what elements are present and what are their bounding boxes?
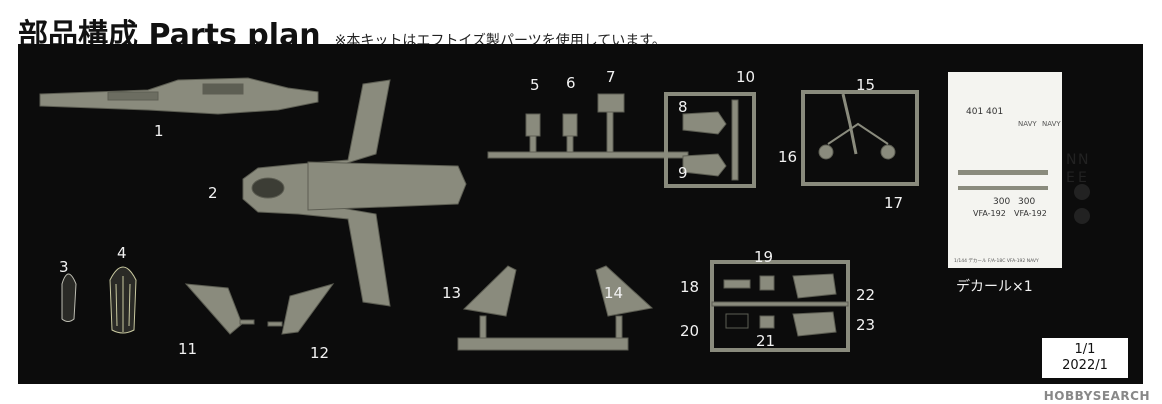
part-1-fuselage-side: [39, 77, 319, 115]
part-label-7: 7: [606, 68, 616, 86]
decal-text-4: NAVY: [1042, 120, 1061, 128]
part-label-2: 2: [208, 184, 218, 202]
part-label-23: 23: [856, 316, 876, 334]
sheet-date: 2022/1: [1062, 358, 1108, 373]
decal-caption: デカール×1: [956, 279, 1033, 295]
decal-letter-3: E: [1066, 170, 1075, 186]
part-label-8: 8: [678, 98, 688, 116]
decal-letter-4: E: [1078, 170, 1087, 186]
decal-text-7: VFA-192: [973, 209, 1006, 218]
part-3-canopy: [61, 273, 77, 322]
part-label-18: 18: [680, 278, 700, 296]
part-12-stabilizer: [267, 283, 335, 335]
decal-text-1: 401: [966, 107, 983, 117]
decal-text-6: 300: [1018, 197, 1035, 207]
part-label-13: 13: [442, 284, 462, 302]
part-label-21: 21: [756, 332, 776, 350]
sheet-info-box: 1/1 2022/1: [1042, 338, 1128, 378]
part-label-15: 15: [856, 76, 876, 94]
part-label-4: 4: [117, 244, 127, 262]
part-label-11: 11: [178, 340, 198, 358]
decal-sheet: 401 401 NAVY NAVY N N E E 300 300 VFA-19…: [948, 72, 1090, 268]
sheet-count: 1/1: [1074, 342, 1096, 357]
sprue-5-10: [487, 92, 756, 188]
part-label-3: 3: [59, 258, 69, 276]
part-label-14: 14: [604, 284, 624, 302]
part-11-stabilizer: [184, 283, 255, 335]
part-label-19: 19: [754, 248, 774, 266]
part-2-fuselage-wing: [242, 79, 467, 307]
parts-illustration: 401 401 NAVY NAVY N N E E 300 300 VFA-19…: [39, 72, 1090, 352]
decal-text-3: NAVY: [1018, 120, 1037, 128]
part-label-10: 10: [736, 68, 756, 86]
part-13-14-tails: [457, 265, 654, 351]
decal-text-5: 300: [993, 197, 1010, 207]
decal-text-2: 401: [986, 107, 1003, 117]
part-4-canopy: [109, 266, 137, 334]
decal-footer: 1/144 デカール F/A-18C VFA-192 NAVY: [954, 257, 1039, 264]
part-label-12: 12: [310, 344, 330, 362]
part-label-6: 6: [566, 74, 576, 92]
decal-letter-2: N: [1078, 152, 1088, 168]
part-label-9: 9: [678, 164, 688, 182]
parts-plan-panel: 401 401 NAVY NAVY N N E E 300 300 VFA-19…: [18, 44, 1143, 384]
watermark-logo: HOBBYSEARCH: [1043, 389, 1150, 403]
part-label-20: 20: [680, 322, 700, 340]
sprue-18-23: [710, 260, 850, 352]
page-header: 部品構成 Parts plan ※本キットはエフトイズ製パーツを使用しています。: [18, 10, 666, 53]
part-label-16: 16: [778, 148, 798, 166]
decal-text-8: VFA-192: [1014, 209, 1047, 218]
sprue-15-17: [801, 90, 919, 186]
decal-letter-1: N: [1066, 152, 1076, 168]
part-label-5: 5: [530, 76, 540, 94]
part-label-17: 17: [884, 194, 904, 212]
part-label-1: 1: [154, 122, 164, 140]
part-label-22: 22: [856, 286, 876, 304]
